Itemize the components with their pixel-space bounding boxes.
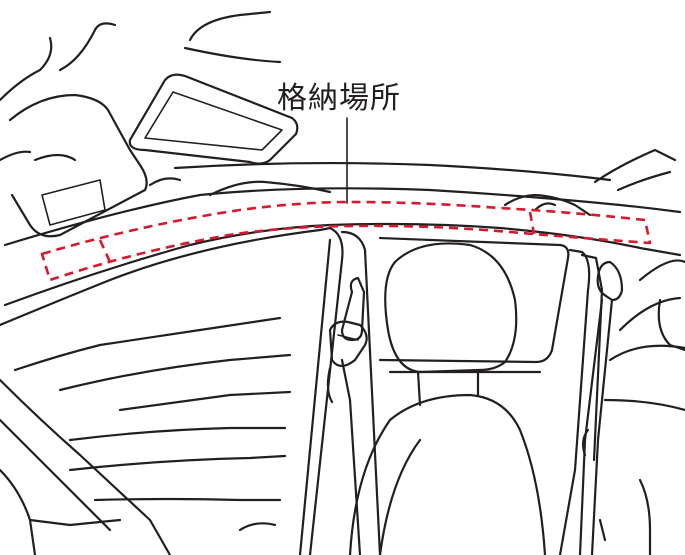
front-door	[0, 226, 344, 555]
b-pillar-seatbelt	[326, 230, 382, 555]
rear-door-window	[378, 236, 604, 555]
rear-seatbelt	[578, 259, 685, 555]
sun-visor	[0, 22, 182, 238]
front-cabin-left	[0, 468, 277, 555]
front-seat	[348, 242, 547, 555]
storage-location-outline	[40, 200, 652, 282]
roof-lining	[3, 148, 682, 307]
rearview-mirror	[128, 10, 299, 165]
storage-location-label: 格納場所	[277, 81, 401, 116]
